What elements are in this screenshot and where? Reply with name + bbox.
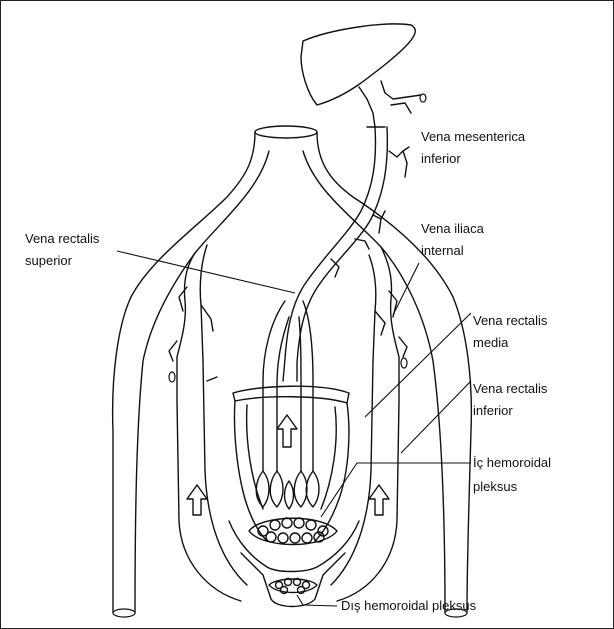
rectum-right-wall-inner <box>321 407 336 509</box>
right-internal-iliac-vein-inner <box>331 255 376 585</box>
hemorrhoidal-columns <box>256 471 319 509</box>
label-vena-rectalis-media: Vena rectalis media <box>473 313 551 350</box>
right-internal-iliac-vein <box>337 247 399 601</box>
leader-vena-rectalis-media <box>365 313 471 417</box>
left-middle-rectal-stump <box>169 372 175 382</box>
inferior-mesenteric-vein <box>283 127 375 381</box>
leader-vena-rectalis-superior <box>117 251 295 293</box>
label-vena-mesenterica-inferior: Vena mesenterica inferior <box>421 129 529 166</box>
rectum-top <box>233 386 349 403</box>
flow-arrow-up-left-icon <box>187 485 207 515</box>
left-iliac-stump <box>113 609 135 617</box>
label-vena-iliaca-internal: Vena iliaca internal <box>421 221 488 258</box>
portal-vein-stump <box>420 94 426 102</box>
label-vena-rectalis-inferior: Vena rectalis inferior <box>473 381 551 418</box>
portal-vein <box>359 81 423 127</box>
rectum-left-wall-inner <box>247 405 263 509</box>
external-hemorrhoidal-plexus <box>269 579 317 594</box>
inferior-vena-cava-top <box>255 126 317 138</box>
leader-vena-iliaca-internal <box>393 263 419 315</box>
flow-arrow-up-right-icon <box>369 485 389 515</box>
left-iliac-branches <box>169 287 217 381</box>
liver-shape <box>301 24 415 105</box>
label-ic-hemoroidal-pleksus: İç hemoroidal pleksus <box>473 455 555 494</box>
inferior-vena-cava <box>113 132 255 613</box>
leader-dis-hemoroidal-pleksus <box>297 595 337 606</box>
label-dis-hemoroidal-pleksus: Dış hemoroidal pleksus <box>341 598 477 613</box>
anal-canal <box>229 521 359 607</box>
label-vena-rectalis-superior: Vena rectalis superior <box>25 231 103 268</box>
left-internal-iliac-vein <box>177 253 241 601</box>
flow-arrow-up-center-icon <box>277 415 297 447</box>
right-middle-rectal-stump <box>401 358 407 368</box>
left-internal-iliac-vein-inner <box>200 245 247 585</box>
leader-ic-hemoroidal-pleksus <box>321 463 471 517</box>
